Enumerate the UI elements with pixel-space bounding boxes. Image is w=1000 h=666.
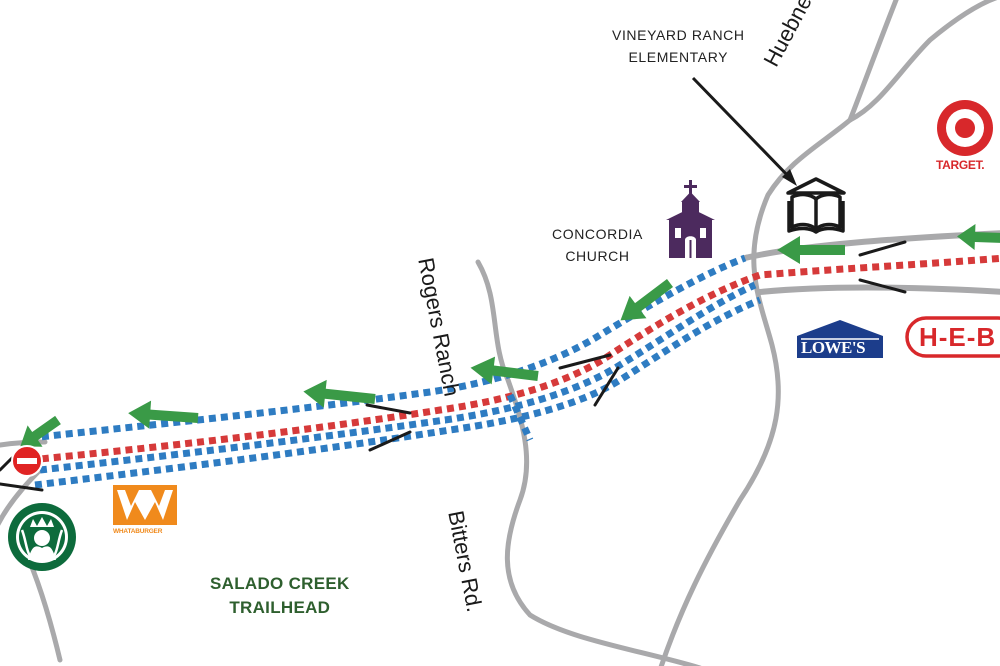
starbucks-logo bbox=[8, 503, 76, 571]
lane-center-red bbox=[29, 254, 1000, 464]
lane-north-blue bbox=[29, 254, 747, 442]
lane-crossing-blue bbox=[506, 393, 534, 442]
church-label: CONCORDIA CHURCH bbox=[552, 226, 643, 264]
direction-arrow-icon bbox=[128, 400, 199, 429]
lane-south-blue bbox=[34, 296, 762, 489]
church-icon bbox=[666, 180, 715, 258]
direction-arrow-icon bbox=[303, 379, 376, 408]
lowes-logo bbox=[797, 320, 883, 358]
huebner-road bbox=[658, 0, 899, 666]
school-book-icon bbox=[786, 177, 846, 234]
school-pointer bbox=[691, 76, 797, 186]
no-entry-icon bbox=[11, 445, 43, 477]
ramp-markers bbox=[0, 240, 907, 492]
lowes-label: LOWE'S bbox=[801, 338, 866, 357]
salado-road-west bbox=[0, 467, 43, 526]
direction-arrow-icon bbox=[20, 415, 61, 447]
trailhead-label: SALADO CREEK TRAILHEAD bbox=[210, 574, 350, 617]
construction-lanes bbox=[29, 254, 1000, 489]
target-label: TARGET. bbox=[936, 158, 985, 172]
huebner-road-east bbox=[847, 0, 998, 123]
whataburger-logo bbox=[113, 485, 177, 525]
direction-arrow-icon bbox=[470, 356, 539, 385]
highway-south-edge bbox=[757, 284, 1000, 295]
school-label: VINEYARD RANCH ELEMENTARY bbox=[612, 27, 745, 65]
heb-label: H-E-B bbox=[919, 322, 997, 352]
rogers-ranch-road bbox=[475, 259, 702, 666]
direction-arrow-icon bbox=[777, 236, 845, 264]
lane-south-blue-2 bbox=[39, 281, 757, 474]
heb-logo bbox=[905, 316, 1000, 358]
direction-arrow-icon bbox=[620, 279, 674, 321]
target-logo bbox=[937, 100, 993, 156]
direction-arrows bbox=[20, 223, 1000, 447]
direction-arrow-icon bbox=[957, 223, 1000, 250]
whataburger-label: WHATABURGER bbox=[113, 528, 163, 535]
